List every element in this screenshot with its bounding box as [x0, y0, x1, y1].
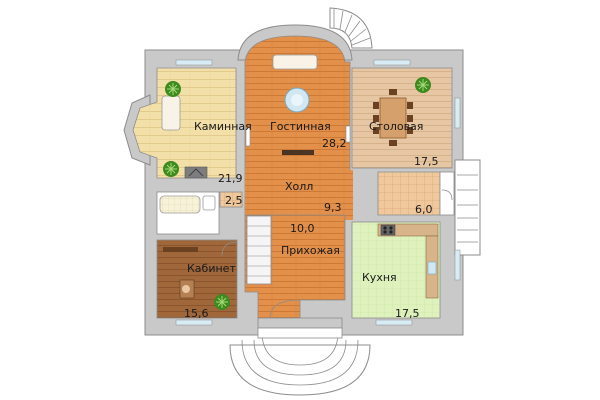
room-fireplace [132, 67, 237, 179]
plant-icon [165, 81, 181, 97]
area-study: 15,6 [184, 307, 209, 320]
plant-icon [415, 77, 431, 93]
room-kitchen [351, 221, 441, 319]
label-hall: Холл [285, 180, 313, 193]
label-study: Кабинет [187, 262, 236, 275]
room-entry [244, 214, 346, 319]
porch [229, 317, 371, 396]
plant-icon [214, 294, 230, 310]
area-kitchen: 17,5 [395, 307, 420, 320]
windows [175, 59, 461, 326]
area-fireplace: 21,9 [218, 172, 243, 185]
area-utility: 6,0 [415, 203, 433, 216]
label-entry: Прихожая [281, 244, 340, 257]
label-dining: Столовая [369, 120, 423, 133]
exterior-stair-right [457, 174, 478, 243]
exterior-stair-top [329, 7, 373, 49]
room-hall [245, 170, 353, 220]
area-entry: 10,0 [290, 222, 315, 235]
room-labels: Каминная 21,9 Гостинная 28,2 Столовая 17… [184, 120, 439, 320]
room-bath [156, 191, 243, 235]
room-utility [377, 171, 455, 216]
room-dining [351, 67, 453, 169]
plant-icons [163, 77, 431, 310]
area-bath: 2,5 [225, 194, 243, 207]
area-living: 28,2 [322, 137, 347, 150]
label-kitchen: Кухня [362, 271, 397, 284]
label-fireplace: Каминная [194, 120, 252, 133]
area-dining: 17,5 [414, 155, 439, 168]
label-living: Гостинная [270, 120, 331, 133]
area-hall: 9,3 [324, 201, 342, 214]
plant-icon [163, 161, 179, 177]
